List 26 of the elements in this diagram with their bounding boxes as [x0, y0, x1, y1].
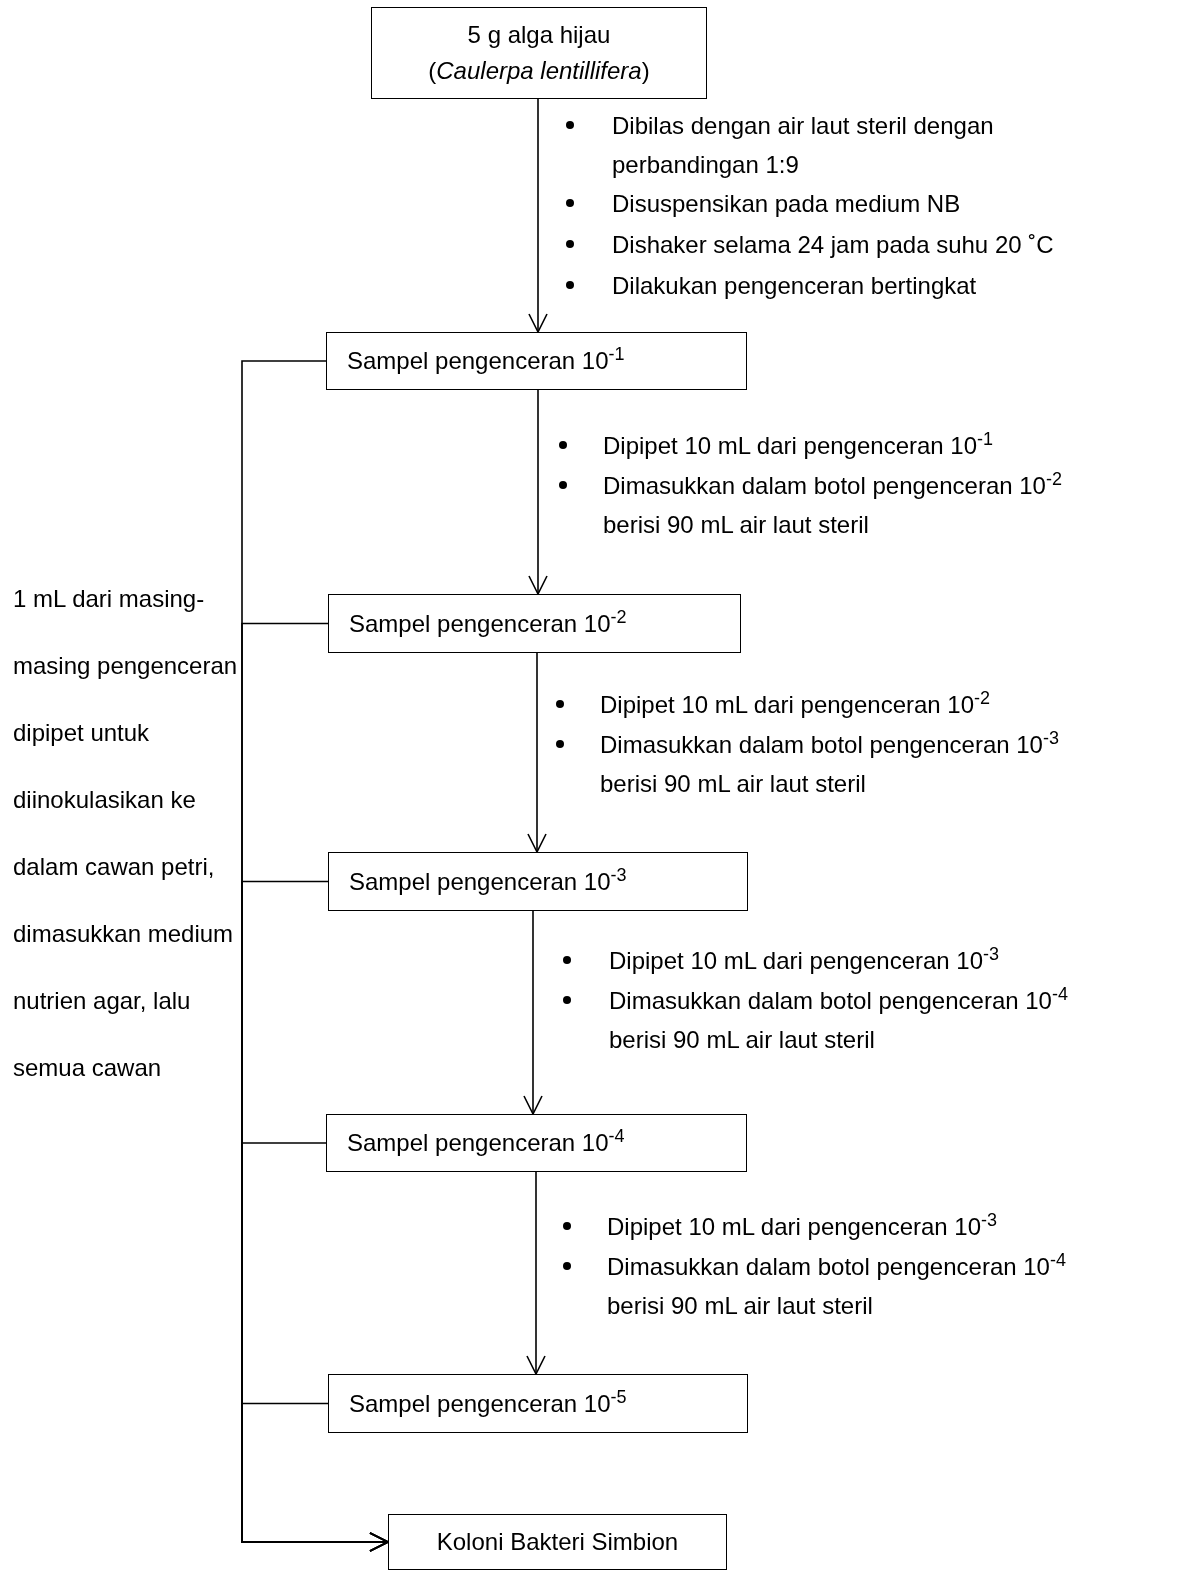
process-box: Sampel pengenceran 10$^{-1}$ [326, 332, 747, 390]
step-note: Dimasukkan dalam botol pengenceran 10$^{-3}$ berisi 90 mL air laut steril [600, 727, 1060, 799]
step-note: Dibilas dengan air laut steril dengan perbandingan 1:9 [612, 111, 995, 180]
step-note: Dipipet 10 mL dari pengenceran 10$^{-3}$ [609, 943, 1001, 976]
arrow [528, 98, 548, 333]
process-box: Sampel pengenceran 10$^{-5}$ [328, 1374, 748, 1433]
step-note: Dipipet 10 mL dari pengenceran 10$^{-2}$ [600, 687, 992, 720]
process-box: 5 g alga hijau (Caulerpa lentillifera) [371, 7, 707, 99]
process-box: Sampel pengenceran 10$^{-2}$ [328, 594, 741, 653]
step-note: Disuspensikan pada medium NB [612, 189, 962, 219]
process-box: Sampel pengenceran 10$^{-3}$ [328, 852, 748, 911]
arrow [527, 652, 547, 853]
process-box: Sampel pengenceran 10$^{-4}$ [326, 1114, 747, 1172]
step-note: Dimasukkan dalam botol pengenceran 10$^{-2}$ berisi 90 mL air laut steril [603, 468, 1063, 540]
arrow [526, 1171, 546, 1375]
process-box: Koloni Bakteri Simbion [388, 1514, 727, 1570]
side-note: 1 mL dari masing-masing pengenceran dipipet untuk diinokulasikan ke dalam cawan petri, dimasukkan medium nutrien agar, lalu semua cawan [13, 584, 239, 1083]
arrow [528, 389, 548, 595]
step-note: Dipipet 10 mL dari pengenceran 10$^{-3}$ [607, 1209, 999, 1242]
step-note: Dimasukkan dalam botol pengenceran 10$^{-4}$ berisi 90 mL air laut steril [607, 1249, 1067, 1321]
arrow [523, 910, 543, 1115]
step-note: Dipipet 10 mL dari pengenceran 10$^{-1}$ [603, 428, 995, 461]
step-note: Dimasukkan dalam botol pengenceran 10$^{-4}$ berisi 90 mL air laut steril [609, 983, 1069, 1055]
step-note: Dilakukan pengenceran bertingkat [612, 271, 978, 301]
step-note: Dishaker selama 24 jam pada suhu 20 ˚C [612, 230, 1055, 260]
arrow [241, 1402, 389, 1552]
